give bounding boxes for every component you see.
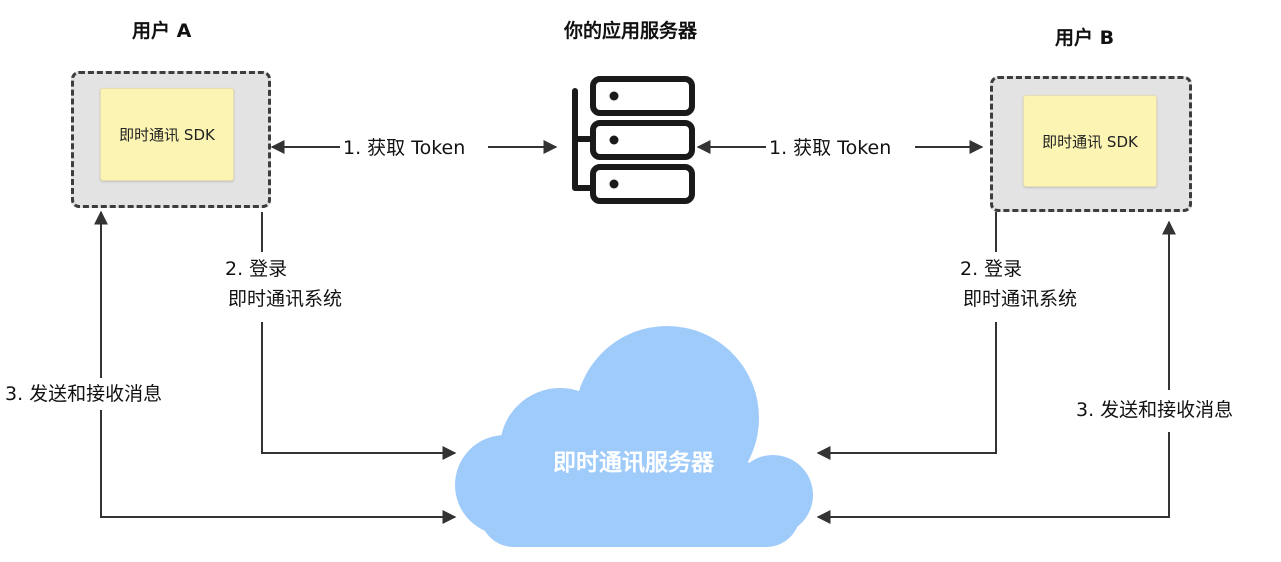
- app-server-title: 你的应用服务器: [564, 20, 698, 42]
- step-send-receive-right: 3. 发送和接收消息: [1076, 399, 1234, 421]
- im-server-label: 即时通讯服务器: [553, 450, 714, 476]
- arrow-msg-b-left: [816, 432, 1170, 524]
- step-get-token-right: 1. 获取 Token: [769, 137, 892, 159]
- user-b-sdk-note: 即时通讯 SDK: [1023, 95, 1157, 187]
- step-login-left-line1: 2. 登录: [225, 258, 288, 280]
- step-get-token-left: 1. 获取 Token: [343, 137, 466, 159]
- arrow-login-a: [261, 212, 455, 453]
- user-a-title: 用户 A: [132, 20, 192, 42]
- im-server-cloud-icon: [455, 326, 813, 547]
- step-login-right-line1: 2. 登录: [960, 258, 1023, 280]
- step-login-left-line2: 即时通讯系统: [228, 288, 343, 310]
- arrows-login: [261, 212, 997, 453]
- step-login-right-line2: 即时通讯系统: [963, 288, 1078, 310]
- arrow-msg-a-right: [100, 410, 457, 524]
- step-send-receive-left: 3. 发送和接收消息: [5, 383, 163, 405]
- user-b-title: 用户 B: [1055, 27, 1115, 49]
- arrow-login-b: [818, 212, 997, 453]
- server-stack-icon: [572, 76, 695, 204]
- arrows-send-receive: [94, 210, 1176, 524]
- user-a-sdk-note: 即时通讯 SDK: [100, 88, 234, 181]
